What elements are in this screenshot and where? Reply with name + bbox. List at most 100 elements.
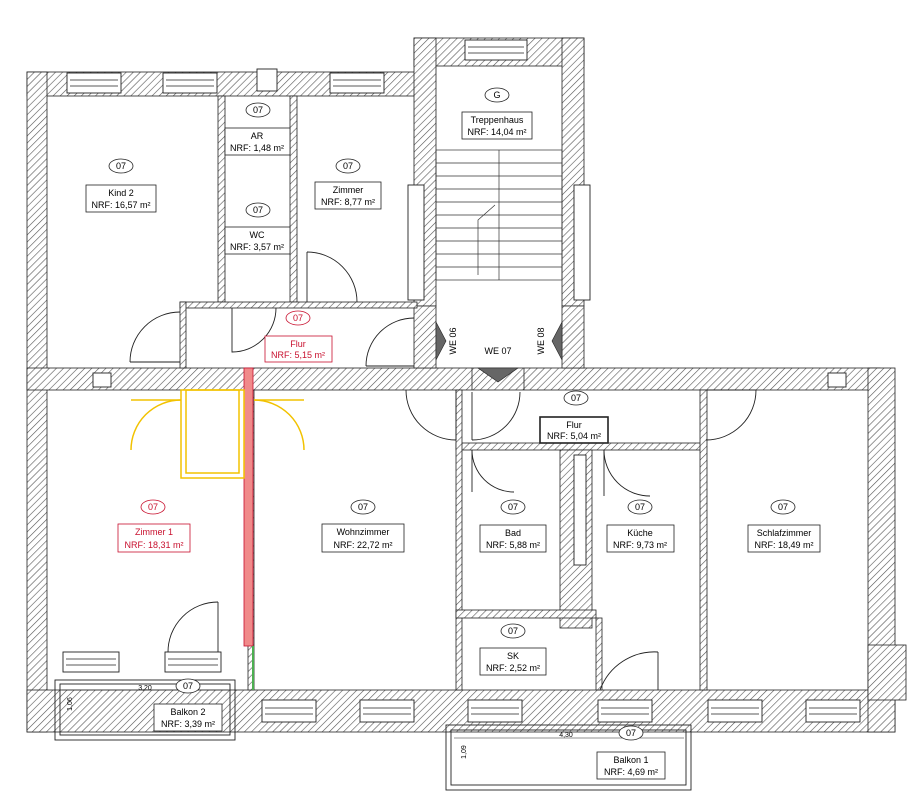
window [464, 39, 528, 61]
room-code: 07 [508, 502, 518, 512]
wall-left-outer [26, 71, 48, 733]
wall-sk-top [455, 609, 597, 619]
room-name: Zimmer 1 [135, 527, 173, 537]
entry-arrows [435, 321, 563, 383]
room-kind2: 07 Kind 2 NRF: 16,57 m² [85, 158, 157, 213]
wall-flur-left [179, 301, 187, 369]
window [66, 72, 122, 94]
room-code: 07 [183, 681, 193, 691]
balcony-2-inner [59, 683, 231, 736]
wall-stair-left-lower [413, 305, 437, 369]
room-area: NRF: 1,48 m² [230, 143, 284, 153]
room-name: Wohnzimmer [337, 527, 390, 537]
window [597, 699, 653, 723]
room-name: Kind 2 [108, 188, 134, 198]
window [805, 699, 861, 723]
wall-stair-right-lower [561, 305, 585, 369]
wall-kind2-right [217, 95, 226, 303]
room-name: AR [251, 131, 264, 141]
room-flur-right: 07 Flur NRF: 5,04 m² [539, 390, 609, 444]
room-kueche: 07 Küche NRF: 9,73 m² [606, 499, 675, 553]
door [129, 311, 181, 363]
room-area: NRF: 5,15 m² [271, 350, 325, 360]
door [306, 251, 358, 303]
window [92, 372, 112, 388]
window-shaft [573, 454, 587, 566]
room-wc: 07 WC NRF: 3,57 m² [224, 202, 291, 255]
dimension-balkon2-width: 3,20 [138, 685, 152, 692]
room-flur-top: 07 Flur NRF: 5,15 m² [264, 310, 333, 363]
stairs [435, 149, 563, 281]
arrow-we06 [435, 321, 447, 361]
unit-label-we06: WE 06 [448, 327, 458, 354]
wall-flur2-bottom [455, 442, 707, 451]
room-code: 07 [253, 105, 263, 115]
room-ar: 07 AR NRF: 1,48 m² [224, 102, 291, 156]
room-balkon1: 07 Balkon 1 NRF: 4,69 m² [596, 725, 666, 780]
window [359, 699, 415, 723]
room-code: 07 [635, 502, 645, 512]
room-name: Zimmer [333, 185, 364, 195]
room-zimmer: 07 Zimmer NRF: 8,77 m² [314, 158, 382, 210]
window [162, 72, 218, 94]
room-area: NRF: 9,73 m² [613, 540, 667, 550]
window [707, 699, 763, 723]
door [471, 391, 521, 441]
window [467, 699, 523, 723]
room-name: Bad [505, 528, 521, 538]
room-name: Treppenhaus [471, 115, 524, 125]
wall-ar-right [289, 95, 298, 303]
room-name: Flur [566, 420, 582, 430]
room-schlafzimmer: 07 Schlafzimmer NRF: 18,49 m² [747, 499, 821, 553]
room-name: Schlafzimmer [757, 528, 812, 538]
door [599, 651, 659, 691]
door [167, 601, 219, 653]
door [705, 389, 757, 441]
room-name: Küche [627, 528, 653, 538]
window-sill-lines [66, 46, 857, 715]
room-code: 07 [571, 393, 581, 403]
room-area: NRF: 3,57 m² [230, 242, 284, 252]
room-area: NRF: 14,04 m² [467, 127, 526, 137]
room-area: NRF: 8,77 m² [321, 197, 375, 207]
window [261, 699, 317, 723]
arrow-we08 [551, 321, 563, 361]
room-balkon2: 07 Balkon 2 NRF: 3,39 m² [153, 678, 223, 732]
wall-flur-top [179, 301, 418, 309]
room-area: NRF: 5,88 m² [486, 540, 540, 550]
room-name: Balkon 2 [170, 707, 205, 717]
doors [129, 251, 757, 691]
room-name: WC [250, 230, 265, 240]
windows [62, 39, 861, 723]
wall-sk-right [595, 617, 603, 691]
balcony-2-outline [54, 679, 236, 741]
room-code: 07 [626, 728, 636, 738]
room-area: NRF: 4,69 m² [604, 767, 658, 777]
door [405, 389, 457, 441]
room-code: 07 [358, 502, 368, 512]
door [471, 449, 515, 493]
dimension-balkon1-width: 4,30 [559, 732, 573, 739]
door [365, 317, 415, 367]
window-stair-side [407, 184, 425, 301]
room-area: NRF: 18,49 m² [754, 540, 813, 550]
wall-mid-horizontal [26, 367, 881, 391]
room-code: G [493, 90, 500, 100]
unit-label-we07: WE 07 [484, 346, 511, 356]
room-zimmer1: 07 Zimmer 1 NRF: 18,31 m² [117, 499, 191, 553]
window [164, 651, 222, 673]
yellow-passage [130, 389, 305, 479]
room-code: 07 [253, 205, 263, 215]
room-name: Balkon 1 [613, 755, 648, 765]
wall-bad-left [455, 389, 463, 691]
door [231, 307, 277, 353]
walls [26, 37, 907, 733]
window [256, 68, 278, 92]
door [603, 449, 651, 497]
window [329, 72, 385, 94]
room-code: 07 [148, 502, 158, 512]
unit-label-we08: WE 08 [536, 327, 546, 354]
room-code: 07 [293, 313, 303, 323]
balcony-1-outline [445, 724, 692, 791]
